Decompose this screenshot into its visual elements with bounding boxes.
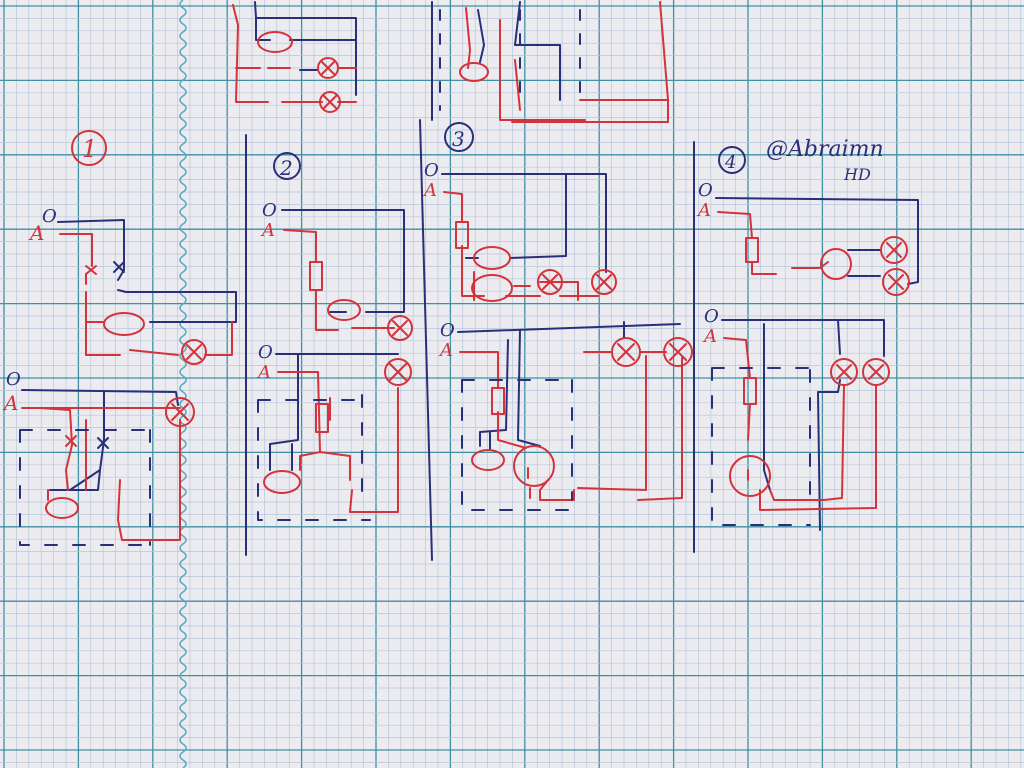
- notebook-margin-line: [179, 0, 187, 768]
- phase-terminal-label: A: [696, 200, 711, 221]
- fuse-icon: [315, 403, 329, 433]
- author-signature: @Abraimn HD: [766, 137, 884, 184]
- neutral-terminal-label-2: O: [704, 306, 719, 327]
- lamp-cross-icon: [663, 337, 693, 367]
- lamp-cross-icon: [387, 315, 413, 341]
- phase-terminal-label: A: [422, 180, 437, 201]
- socket-icon: [257, 31, 293, 53]
- socket-icon: [103, 312, 145, 336]
- switch-icon: [113, 261, 125, 273]
- top-left-cropped-diagram: [232, 1, 357, 113]
- fuse-icon: [743, 377, 757, 405]
- lamp-cross-icon: [384, 358, 412, 386]
- diagram-number-badge: 4: [718, 146, 746, 174]
- wiring-diagram-2: 2 O A O A: [245, 134, 413, 556]
- socket-icon: [459, 62, 489, 82]
- neutral-terminal-label: O: [42, 206, 57, 227]
- neutral-terminal-label-2: O: [440, 320, 455, 341]
- switch-icon: [85, 265, 97, 275]
- phase-terminal-label: A: [260, 220, 275, 241]
- diagram-number: 1: [82, 135, 97, 163]
- phase-terminal-label-2: A: [2, 391, 18, 415]
- phase-terminal-label-2: A: [438, 340, 453, 361]
- diagram-number: 3: [452, 127, 465, 151]
- neutral-terminal-label: O: [424, 160, 439, 181]
- lamp-cross-icon: [317, 57, 339, 79]
- fuse-icon: [745, 237, 759, 263]
- socket-icon: [729, 455, 771, 497]
- socket-icon: [471, 449, 505, 471]
- lamp-cross-icon: [880, 236, 908, 264]
- neutral-terminal-label: O: [698, 180, 713, 201]
- socket-icon: [45, 497, 79, 519]
- neutral-terminal-label: O: [262, 200, 277, 221]
- wiring-diagram-4: 4 O A O A: [693, 141, 919, 553]
- wiring-diagram-1: 1 O A O A: [2, 130, 237, 546]
- socket-icon: [473, 246, 511, 270]
- lamp-cross-icon: [591, 269, 617, 295]
- diagram-number-badge: 1: [71, 130, 107, 166]
- top-middle-cropped-diagram: [431, 1, 669, 123]
- signature-line-2: HD: [843, 165, 871, 184]
- signature-line-1: @Abraimn: [766, 137, 884, 162]
- lamp-cross-icon: [319, 91, 341, 113]
- neutral-terminal-label-2: O: [6, 369, 21, 390]
- phase-terminal-label-2: A: [702, 326, 717, 347]
- fuse-icon: [309, 261, 323, 291]
- diagram-number: 4: [724, 152, 736, 173]
- lamp-cross-icon: [830, 358, 858, 386]
- socket-icon: [327, 299, 361, 321]
- phase-terminal-label: A: [28, 221, 44, 245]
- diagram-number-badge: 3: [444, 122, 474, 152]
- socket-icon: [513, 445, 555, 487]
- lamp-cross-icon: [181, 339, 207, 365]
- lamp-cross-icon: [537, 269, 563, 295]
- switch-icon: [97, 437, 109, 449]
- socket-icon: [471, 274, 513, 302]
- socket-icon: [820, 248, 852, 280]
- lamp-cross-icon: [165, 397, 195, 427]
- switch-icon: [65, 435, 77, 447]
- socket-icon: [263, 470, 301, 494]
- wiring-diagram-3: 3 O A O A: [419, 119, 693, 561]
- lamp-cross-icon: [862, 358, 890, 386]
- phase-terminal-label-2: A: [256, 362, 271, 383]
- lamp-cross-icon: [882, 268, 910, 296]
- diagram-number-badge: 2: [273, 152, 301, 180]
- diagram-number: 2: [279, 156, 293, 180]
- fuse-icon: [491, 387, 505, 415]
- lamp-cross-icon: [611, 337, 641, 367]
- fuse-icon: [455, 221, 469, 249]
- neutral-terminal-label-2: O: [258, 342, 273, 363]
